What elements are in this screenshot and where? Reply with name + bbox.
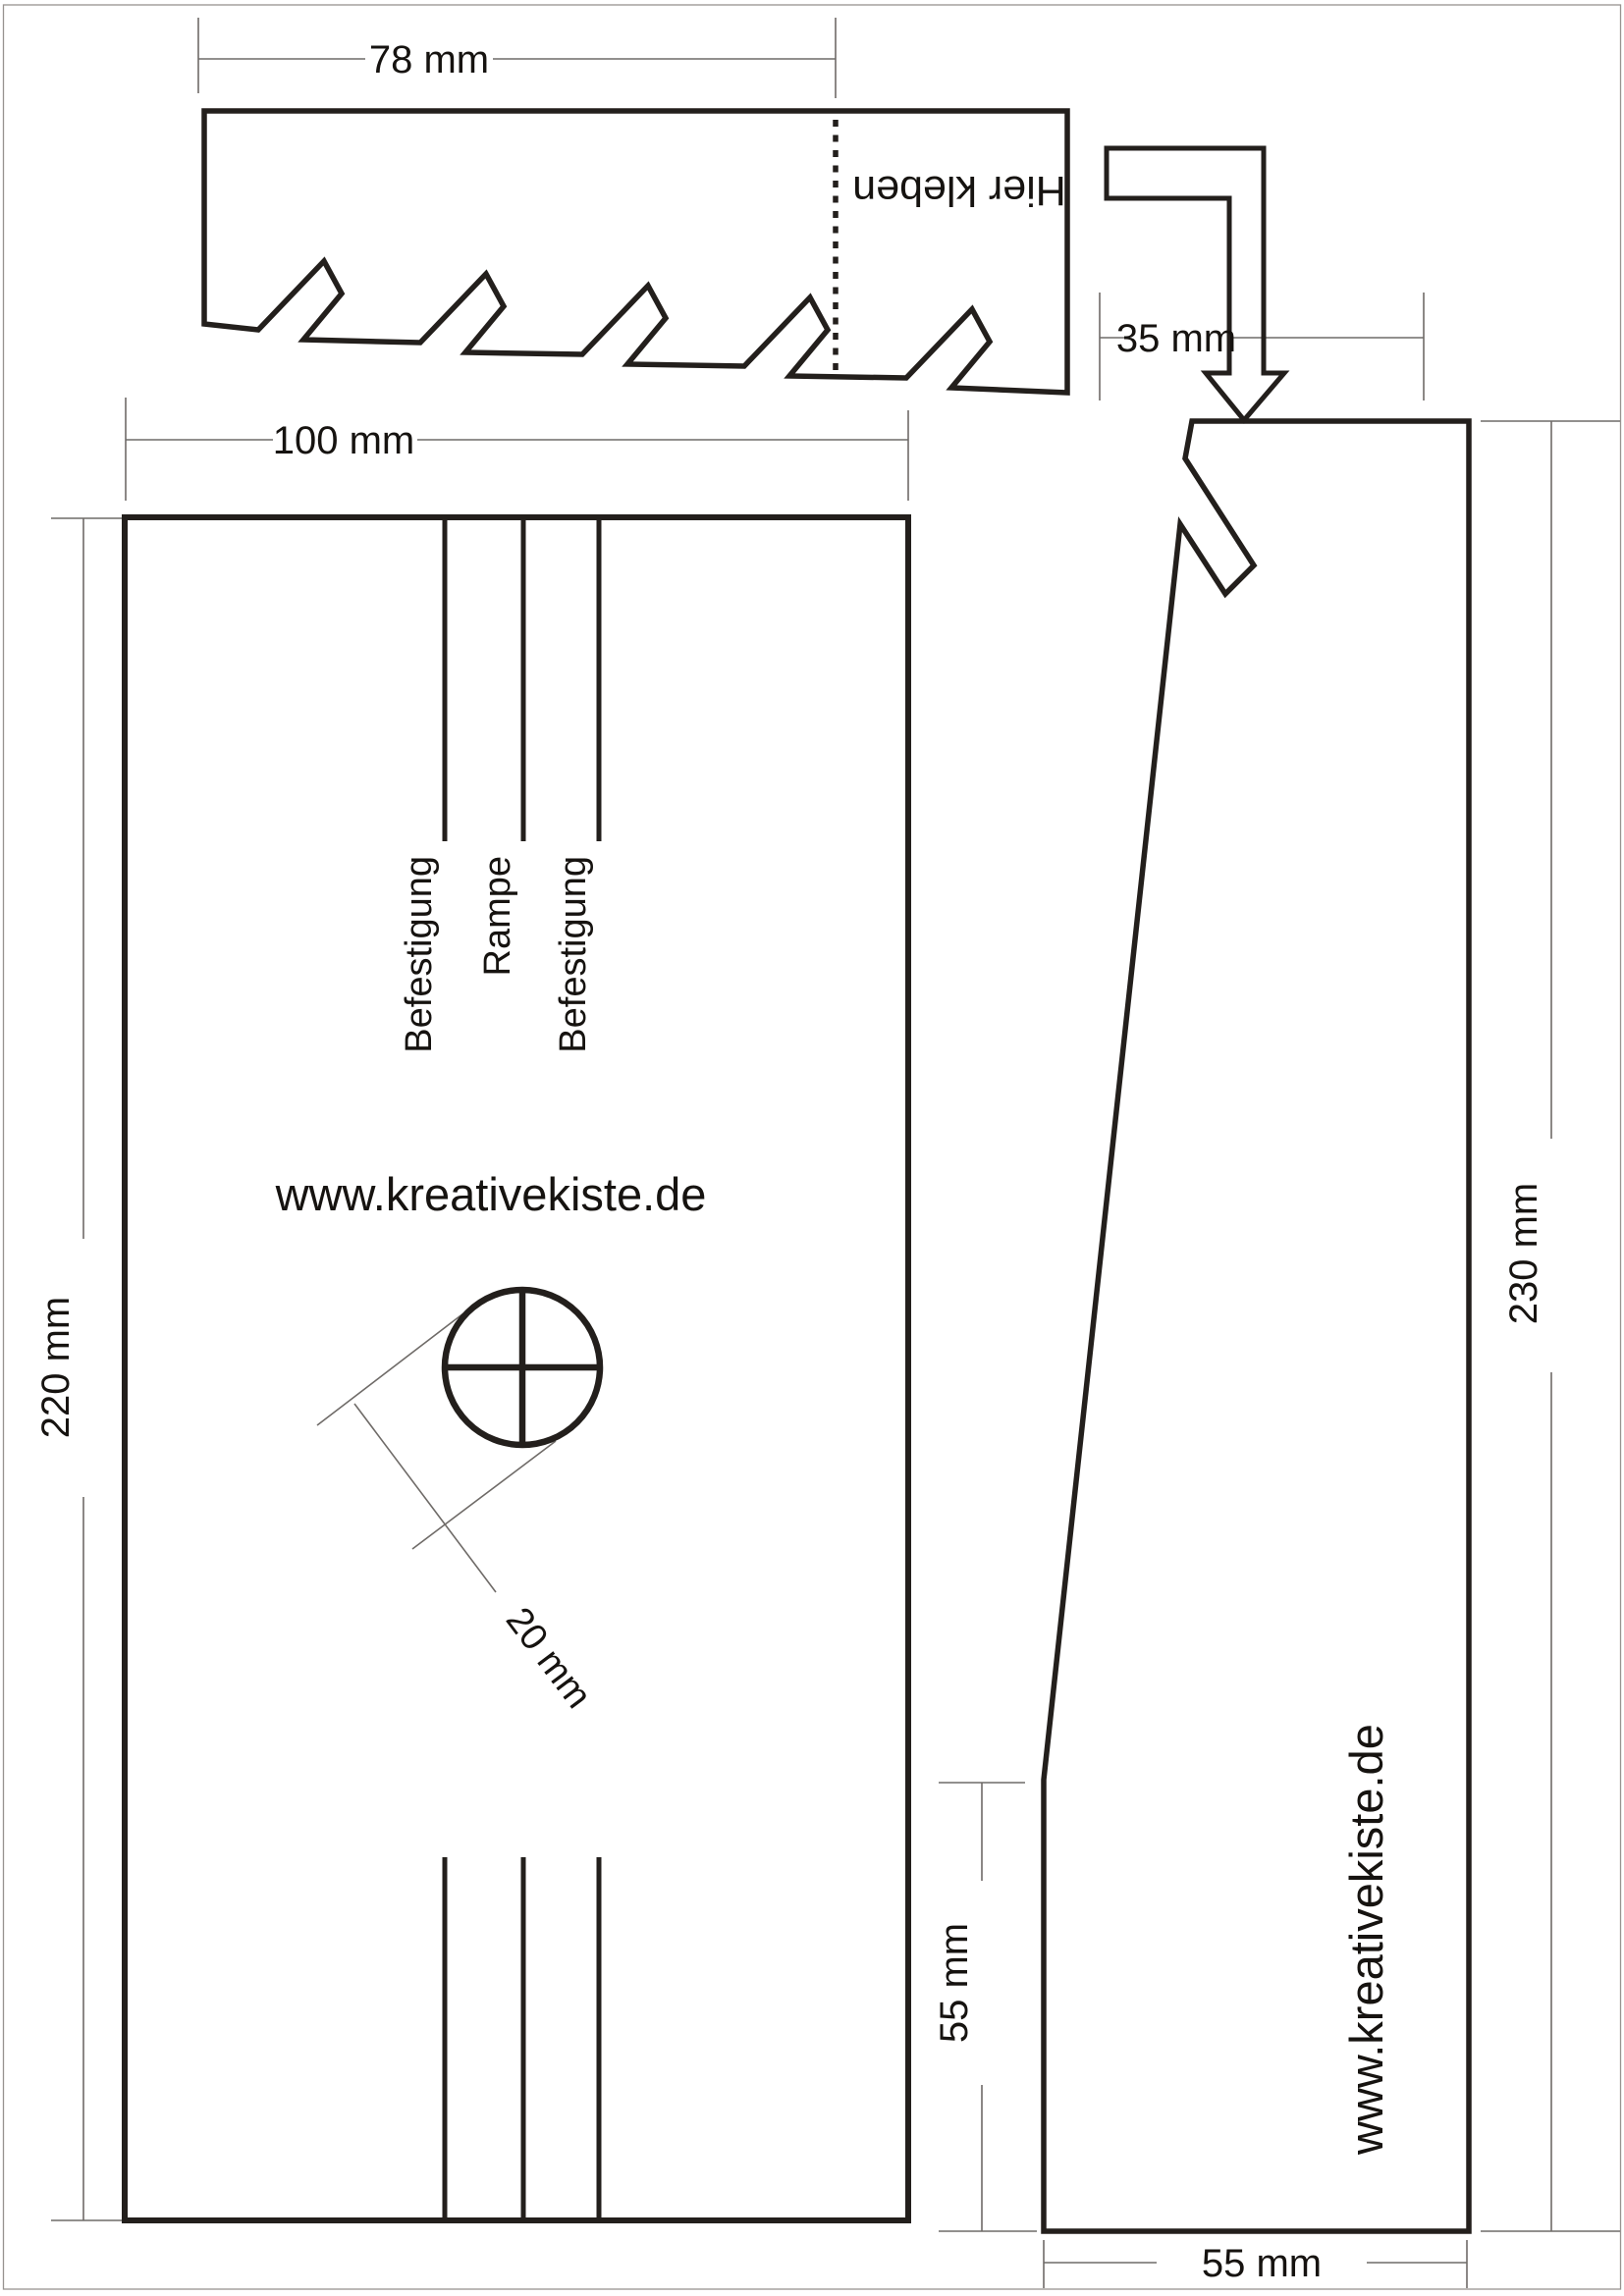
lower-slot-lines xyxy=(442,1857,602,2217)
dim-55mm-bottom-lines xyxy=(1043,2240,1468,2288)
dim-55mm-bottom-label: 55 mm xyxy=(1202,2242,1322,2285)
website-text-horizontal: www.kreativekiste.de xyxy=(275,1168,707,1220)
dim-100mm-label: 100 mm xyxy=(273,419,415,462)
slot-label-befestigung-2: Befestigung xyxy=(553,856,594,1053)
slot-label-rampe: Rampe xyxy=(477,856,518,977)
website-text-vertical: www.kreativekiste.de xyxy=(1340,1724,1392,2156)
dim-220mm-label: 220 mm xyxy=(34,1297,78,1439)
dim-100mm-lines xyxy=(125,398,909,501)
dim-55mm-vertical-lines xyxy=(939,1782,1037,2232)
dim-230mm-lines xyxy=(1481,420,1620,2232)
dim-230mm-label: 230 mm xyxy=(1502,1183,1545,1325)
ramp-panel-outline xyxy=(122,514,911,2223)
upper-slot-lines xyxy=(442,520,602,841)
slot-label-befestigung-1: Befestigung xyxy=(399,856,440,1053)
glue-piece-outline xyxy=(201,108,1070,396)
dim-78mm-lines xyxy=(197,18,837,98)
bent-arrow-icon xyxy=(1104,145,1290,424)
dim-20mm-lines xyxy=(316,1312,557,1593)
hole-crosshair-icon xyxy=(443,1288,602,1447)
dim-55mm-vertical-label: 55 mm xyxy=(933,1923,976,2043)
dimension-lines xyxy=(51,18,1620,2288)
dim-220mm-lines xyxy=(51,517,125,2221)
page-border xyxy=(2,4,1622,2290)
dim-78mm-label: 78 mm xyxy=(369,38,489,81)
dim-20mm-label: 20 mm xyxy=(498,1600,599,1716)
side-panel-outline xyxy=(1041,418,1472,2234)
glue-here-label: Hier kleben xyxy=(852,167,1066,214)
dim-35mm-label: 35 mm xyxy=(1116,317,1236,360)
dim-35mm-lines xyxy=(1099,293,1425,400)
